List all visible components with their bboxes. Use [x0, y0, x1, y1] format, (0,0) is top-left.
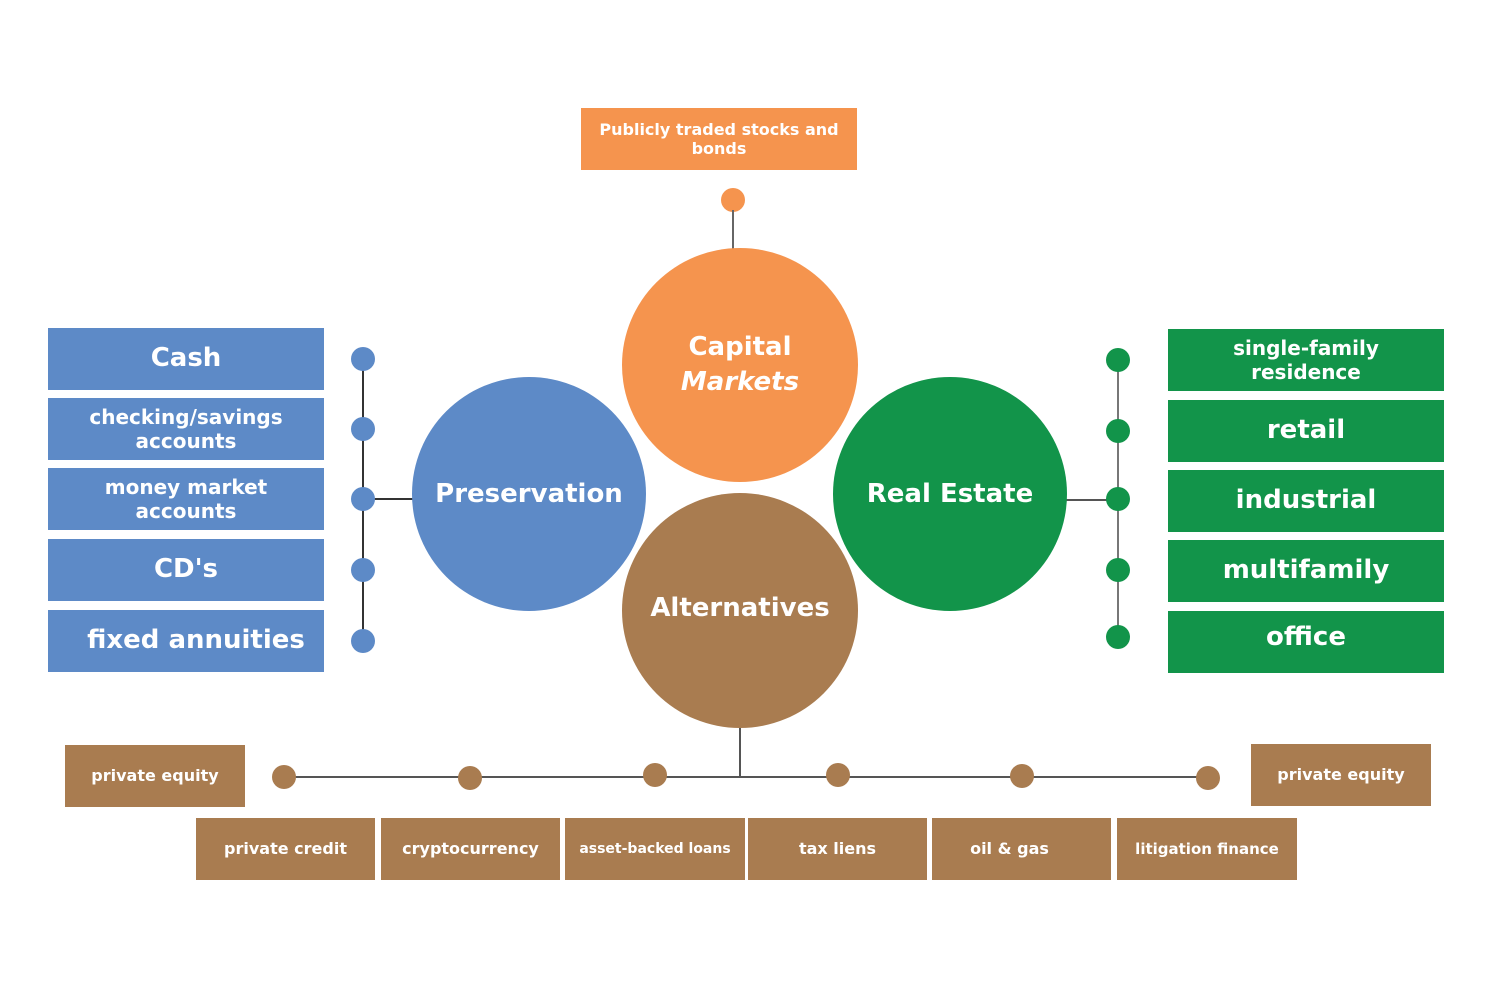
alternatives-item-label: private equity — [91, 766, 219, 786]
alternatives-item-label: oil & gas — [970, 839, 1049, 859]
capital-markets-connector-line — [732, 210, 734, 250]
alternatives-connector-dot — [1196, 766, 1220, 790]
preservation-connector-dot — [351, 487, 375, 511]
preservation-title: Preservation — [435, 479, 623, 509]
preservation-item-label: Cash — [150, 343, 222, 374]
preservation-circle: Preservation — [412, 377, 646, 611]
real-estate-horizontal-connector — [1066, 499, 1118, 501]
real-estate-connector-dot — [1106, 558, 1130, 582]
preservation-connector-dot — [351, 629, 375, 653]
preservation-item-cash: Cash — [48, 328, 324, 390]
real-estate-item-industrial: industrial — [1168, 470, 1444, 532]
real-estate-item-multifamily: multifamily — [1168, 540, 1444, 602]
preservation-connector-dot — [351, 558, 375, 582]
real-estate-connector-dot — [1106, 419, 1130, 443]
real-estate-connector-dot — [1106, 625, 1130, 649]
preservation-item-cds: CD's — [48, 539, 324, 601]
real-estate-connector-dot — [1106, 348, 1130, 372]
preservation-item-label: CD's — [153, 554, 219, 585]
alternatives-item-label: litigation finance — [1135, 840, 1279, 858]
alternatives-connector-dot — [643, 763, 667, 787]
alternatives-item-label: tax liens — [798, 839, 877, 859]
real-estate-item-label: office — [1266, 622, 1346, 653]
preservation-item-label: fixed annuities — [87, 625, 305, 656]
alternatives-item-private-credit: private credit — [196, 818, 375, 880]
preservation-item-fixed-annuities: fixed annuities — [48, 610, 324, 672]
preservation-horizontal-connector — [362, 498, 414, 500]
capital-markets-item-label: Publicly traded stocks and bonds — [599, 119, 839, 158]
alternatives-item-cryptocurrency: cryptocurrency — [381, 818, 560, 880]
alternatives-connector-dot — [458, 766, 482, 790]
preservation-item-money-market: money market accounts — [48, 468, 324, 530]
alternatives-item-oil-gas: oil & gas — [932, 818, 1111, 880]
alternatives-connector-dot — [1010, 764, 1034, 788]
alternatives-vertical-connector — [739, 720, 741, 777]
real-estate-item-label: retail — [1266, 415, 1346, 446]
real-estate-item-single-family: single-family residence — [1168, 329, 1444, 391]
alternatives-horizontal-connector — [284, 776, 1209, 778]
alternatives-item-label: private credit — [224, 839, 347, 859]
preservation-connector-dot — [351, 417, 375, 441]
alternatives-item-asset-backed-loans: asset-backed loans — [565, 818, 745, 880]
alternatives-item-label: asset-backed loans — [579, 840, 731, 857]
capital-markets-connector-dot — [721, 188, 745, 212]
capital-markets-title-line1: Capital — [688, 331, 792, 362]
preservation-connector-dot — [351, 347, 375, 371]
real-estate-circle: Real Estate — [833, 377, 1067, 611]
real-estate-item-label: single-family residence — [1233, 336, 1379, 384]
real-estate-item-office: office — [1168, 611, 1444, 673]
alternatives-circle: Alternatives — [622, 493, 858, 728]
alternatives-item-litigation-finance: litigation finance — [1117, 818, 1297, 880]
alternatives-item-tax-liens: tax liens — [748, 818, 927, 880]
alternatives-connector-dot — [826, 763, 850, 787]
real-estate-title: Real Estate — [866, 479, 1034, 509]
real-estate-connector-dot — [1106, 487, 1130, 511]
preservation-item-label: checking/savings accounts — [89, 405, 283, 453]
capital-markets-title-line2: Markets — [680, 367, 800, 397]
real-estate-item-retail: retail — [1168, 400, 1444, 462]
alternatives-connector-dot — [272, 765, 296, 789]
capital-markets-circle: Capital Markets — [622, 248, 858, 482]
capital-markets-item-box: Publicly traded stocks and bonds — [581, 108, 857, 170]
preservation-item-checking-savings: checking/savings accounts — [48, 398, 324, 460]
alternatives-title: Alternatives — [650, 592, 830, 623]
alternatives-item-private-equity-right: private equity — [1251, 744, 1431, 806]
real-estate-item-label: multifamily — [1222, 555, 1390, 586]
alternatives-item-label: cryptocurrency — [402, 839, 539, 859]
alternatives-item-label: private equity — [1277, 765, 1405, 785]
preservation-item-label: money market accounts — [104, 475, 268, 523]
alternatives-item-private-equity-left: private equity — [65, 745, 245, 807]
real-estate-item-label: industrial — [1235, 485, 1377, 516]
